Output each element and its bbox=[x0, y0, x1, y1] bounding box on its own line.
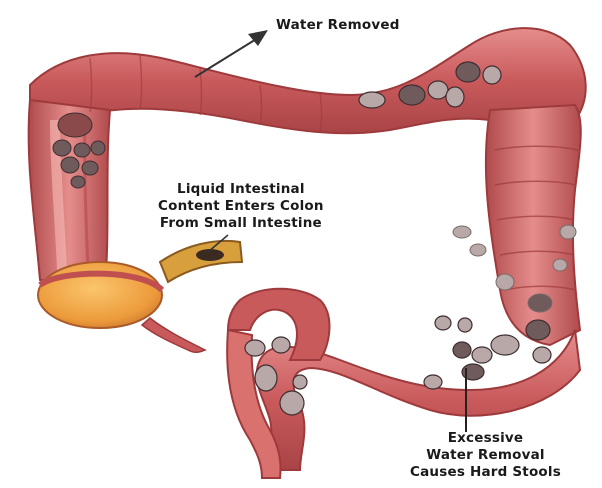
small-intestine-entrance bbox=[160, 241, 242, 282]
water-removed-arrow bbox=[195, 30, 268, 77]
excessive-water-removal-label: Excessive Water Removal Causes Hard Stoo… bbox=[410, 430, 561, 481]
water-removed-label: Water Removed bbox=[276, 17, 400, 34]
appendix bbox=[142, 318, 205, 352]
liquid-content-label: Liquid Intestinal Content Enters Colon F… bbox=[158, 181, 324, 232]
